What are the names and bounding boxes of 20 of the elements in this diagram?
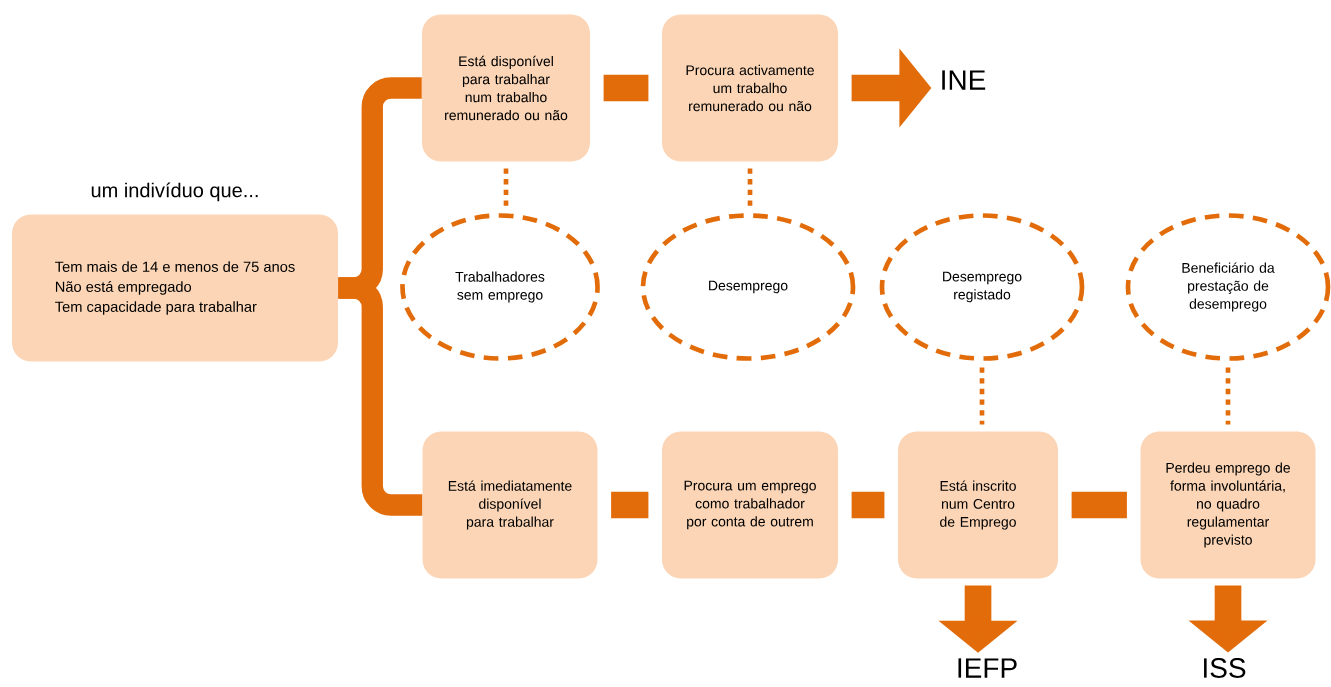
agency-label: ISS [1204, 658, 1246, 678]
dotted-line [503, 168, 509, 207]
connector-bar [603, 74, 649, 102]
process-box: Está disponível para trabalhar num trabalho remunerado ou não [422, 14, 590, 162]
process-box: Está imediatamente disponível para trabalhar [422, 431, 598, 579]
process-box: Perdeu emprego de forma involuntária, no quadro regulamentar previsto [1140, 431, 1316, 579]
process-box: Procura um emprego como trabalhador por conta de outrem [662, 431, 838, 579]
connector-bar [1071, 491, 1127, 519]
process-box: Tem mais de 14 e menos de 75 anos Não está empregado Tem capacidade para trabalhar [12, 214, 338, 362]
dotted-line [979, 367, 985, 425]
connector-bar [851, 491, 885, 519]
bracket-connector [338, 277, 423, 516]
process-box: Procura activamente um trabalho remunerado ou não [662, 14, 838, 162]
agency-label: INE [942, 70, 986, 90]
dotted-line [747, 168, 753, 207]
dotted-line [1225, 367, 1231, 425]
connector-bar [611, 491, 649, 519]
agency-label: IEFP [958, 658, 1017, 678]
process-box: Está inscrito num Centro de Emprego [898, 431, 1058, 579]
heading: um indivíduo que... [91, 182, 258, 202]
